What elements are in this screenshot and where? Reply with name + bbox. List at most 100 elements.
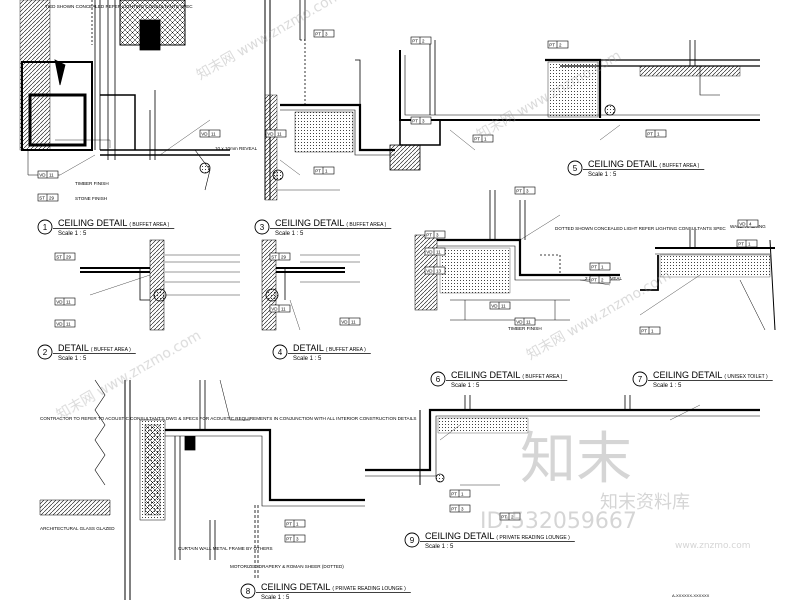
watermark-cn-big: 知末: [520, 427, 632, 492]
watermark-diag-3: 知末网 www.znzmo.com: [54, 327, 204, 424]
tag-code: VD: [39, 173, 46, 178]
tag-code: PT: [641, 329, 647, 334]
tag-number: 1: [651, 329, 654, 334]
tag-code: PT: [315, 169, 321, 174]
tag-code: PT: [286, 522, 292, 527]
tag-code: PT: [501, 515, 507, 520]
tag-number: 11: [436, 250, 441, 255]
tag-code: PT: [451, 492, 457, 497]
watermark-diag-1: 知末网 www.znzmo.com: [194, 0, 344, 83]
tag-number: 11: [501, 304, 506, 309]
detail-subtitle: ( BUFFET AREA ): [326, 347, 366, 353]
finish-tag: PT 3: [313, 29, 335, 38]
detail-title-text: DETAIL: [293, 343, 324, 353]
detail-title-4: 4 DETAIL( BUFFET AREA ) Scale 1 : 5: [272, 343, 371, 362]
detail-subtitle: ( BUFFET AREA ): [91, 347, 131, 353]
detail-subtitle: ( BUFFET AREA ): [346, 222, 386, 228]
detail-8-label-curtain: CURTAIN WALL METAL FRAME BY OTHERS: [178, 546, 273, 551]
tag-code: PT: [412, 39, 418, 44]
detail-number-circle: [37, 344, 53, 360]
finish-tag: PT 1: [313, 166, 335, 175]
detail-title-text: CEILING DETAIL: [58, 218, 127, 228]
detail-6-note-dotted: DOTTED SHOWN CONCEALED LIGHT REFER LIGHT…: [555, 226, 726, 231]
tag-code: VD: [426, 250, 433, 255]
tag-code: PT: [412, 119, 418, 124]
tag-number: 11: [351, 320, 356, 325]
tag-code: VD: [739, 222, 746, 227]
tag-code: PT: [516, 189, 522, 194]
footer-code: A-XXXXXX-XXXXXX: [672, 593, 710, 598]
tag-code: PT: [738, 242, 744, 247]
detail-scale: Scale 1 : 5: [653, 383, 682, 389]
detail-title-text: CEILING DETAIL: [451, 370, 520, 380]
tag-code: VD: [426, 269, 433, 274]
detail-number: 8: [246, 587, 251, 596]
tag-number: 1: [325, 169, 328, 174]
tag-number: 11: [281, 307, 286, 312]
detail-number: 5: [573, 164, 578, 173]
tag-code: VD: [56, 322, 63, 327]
tag-number: 3: [436, 233, 439, 238]
detail-3-drawing: [264, 0, 421, 201]
tag-code: PT: [286, 537, 292, 542]
finish-tag: PT 1: [284, 519, 306, 528]
detail-8-label-arch-glass: ARCHITECTURAL GLASS GLAZED: [40, 526, 115, 531]
tag-number: 13: [436, 269, 442, 274]
detail-number: 4: [278, 348, 283, 357]
detail-subtitle: ( UNISEX TOILET ): [724, 374, 768, 380]
tag-number: 29: [281, 255, 287, 260]
detail-number-circle: [254, 219, 270, 235]
tag-number: 1: [461, 492, 464, 497]
tag-code: ST: [56, 255, 62, 260]
detail-scale: Scale 1 : 5: [425, 544, 454, 550]
tag-number: 3: [325, 32, 328, 37]
detail-number: 6: [436, 375, 441, 384]
tag-number: 1: [748, 242, 751, 247]
finish-tag: PT 1: [449, 489, 471, 498]
tag-code: PT: [315, 32, 321, 37]
detail-number-circle: [272, 344, 288, 360]
tag-code: VD: [267, 132, 274, 137]
tag-number: 3: [422, 119, 425, 124]
detail-number-circle: [240, 583, 256, 599]
tag-number: 4: [749, 222, 752, 227]
detail-number-circle: [567, 160, 583, 176]
detail-subtitle: ( BUFFET AREA ): [522, 374, 562, 380]
detail-subtitle: ( BUFFET AREA ): [659, 163, 699, 169]
detail-7-drawing: [640, 230, 776, 331]
watermark-id: ID:532059667: [480, 509, 637, 534]
detail-number: 2: [43, 348, 48, 357]
detail-title-text: CEILING DETAIL: [275, 218, 344, 228]
tag-code: VD: [516, 320, 523, 325]
detail-scale: Scale 1 : 5: [293, 356, 322, 362]
leader-lines: [59, 119, 701, 441]
finish-tag: PT 1: [639, 326, 661, 335]
tag-code: PT: [591, 278, 597, 283]
tag-code: VD: [341, 320, 348, 325]
tag-number: 11: [49, 173, 54, 178]
tag-code: ST: [39, 196, 45, 201]
detail-subtitle: ( PRIVATE READING LOUNGE ): [332, 586, 406, 592]
tag-number: 11: [211, 132, 216, 137]
tag-number: 1: [601, 265, 604, 270]
detail-1-label-stone: STONE FINISH: [75, 196, 107, 201]
tag-number: 1: [296, 522, 299, 527]
